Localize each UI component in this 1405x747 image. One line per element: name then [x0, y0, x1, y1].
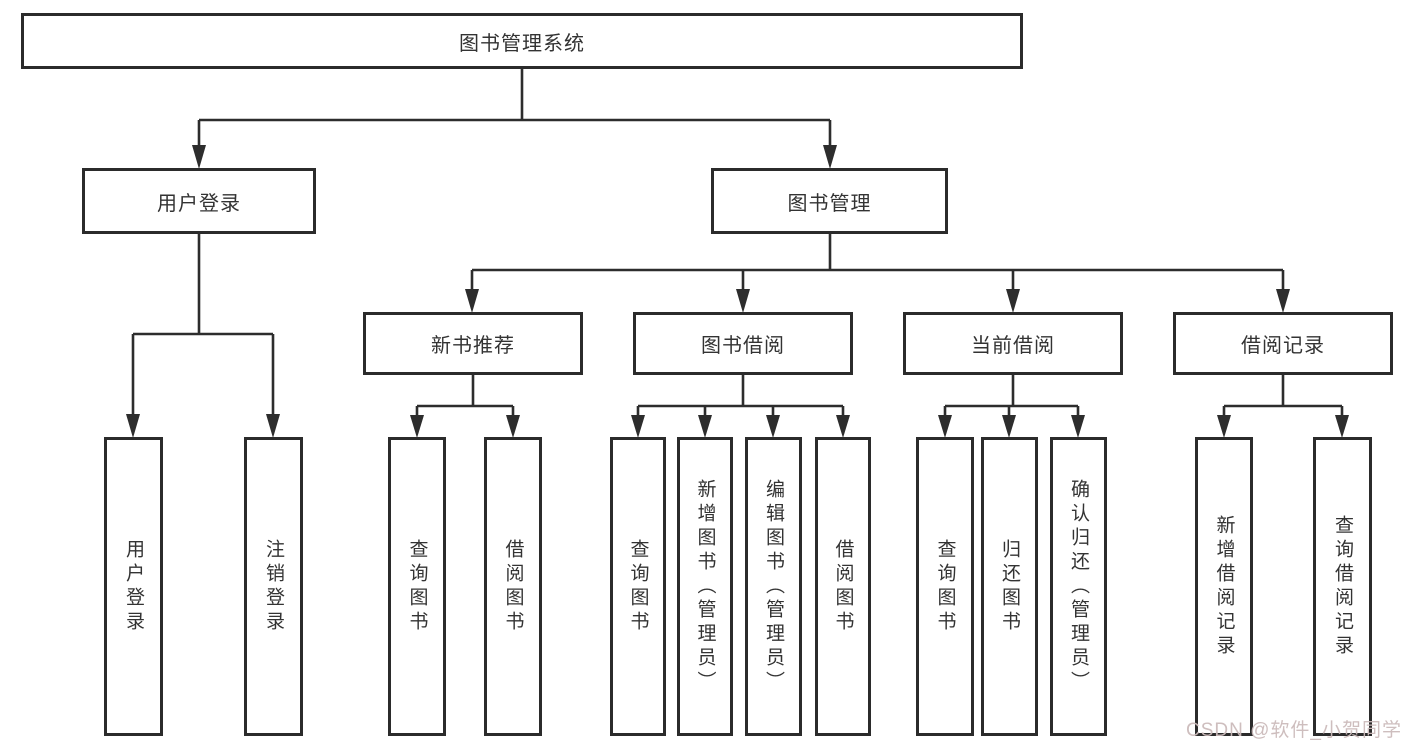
leaf-borrow-books-1: 借阅图书 — [484, 437, 542, 736]
leaf-label: 注销登录 — [263, 538, 284, 635]
node-new-book-recommend-label: 新书推荐 — [431, 335, 515, 357]
leaf-return-books: 归还图书 — [981, 437, 1038, 736]
leaf-label: 编辑图书（管理员） — [763, 478, 784, 695]
leaf-label: 查询图书 — [934, 538, 956, 635]
node-borrow-record-label: 借阅记录 — [1241, 335, 1325, 357]
leaf-label: 借阅图书 — [502, 538, 524, 635]
leaf-label: 确认归还（管理员） — [1068, 478, 1089, 695]
leaf-label: 归还图书 — [999, 538, 1020, 635]
leaf-label: 查询借阅记录 — [1332, 514, 1353, 659]
leaf-add-borrow-record: 新增借阅记录 — [1195, 437, 1253, 736]
node-book-borrow-label: 图书借阅 — [701, 335, 785, 357]
node-current-borrow: 当前借阅 — [903, 312, 1123, 375]
leaf-label: 查询图书 — [627, 538, 649, 635]
node-new-book-recommend: 新书推荐 — [363, 312, 583, 375]
leaf-edit-books-admin: 编辑图书（管理员） — [745, 437, 802, 736]
node-root-system: 图书管理系统 — [21, 13, 1023, 69]
leaf-query-borrow-record: 查询借阅记录 — [1313, 437, 1372, 736]
node-root-label: 图书管理系统 — [459, 32, 585, 55]
node-book-management-label: 图书管理 — [787, 192, 872, 215]
leaf-user-login: 用户登录 — [104, 437, 163, 736]
node-book-borrow: 图书借阅 — [633, 312, 853, 375]
node-borrow-record: 借阅记录 — [1173, 312, 1393, 375]
node-user-login: 用户登录 — [82, 168, 316, 234]
leaf-label: 查询图书 — [406, 538, 428, 635]
leaf-query-books-3: 查询图书 — [916, 437, 974, 736]
leaf-label: 用户登录 — [123, 538, 144, 635]
leaf-add-books-admin: 新增图书（管理员） — [677, 437, 733, 736]
leaf-query-books-2: 查询图书 — [610, 437, 666, 736]
leaf-logout: 注销登录 — [244, 437, 303, 736]
node-book-management: 图书管理 — [711, 168, 948, 234]
leaf-confirm-return-admin: 确认归还（管理员） — [1050, 437, 1107, 736]
leaf-borrow-books-2: 借阅图书 — [815, 437, 871, 736]
watermark: CSDN @软件_小贺同学 — [1186, 720, 1402, 741]
node-current-borrow-label: 当前借阅 — [971, 335, 1055, 357]
node-user-login-label: 用户登录 — [157, 192, 241, 215]
leaf-label: 借阅图书 — [832, 538, 854, 635]
leaf-label: 新增借阅记录 — [1213, 514, 1235, 659]
leaf-query-books-1: 查询图书 — [388, 437, 446, 736]
leaf-label: 新增图书（管理员） — [694, 478, 716, 695]
